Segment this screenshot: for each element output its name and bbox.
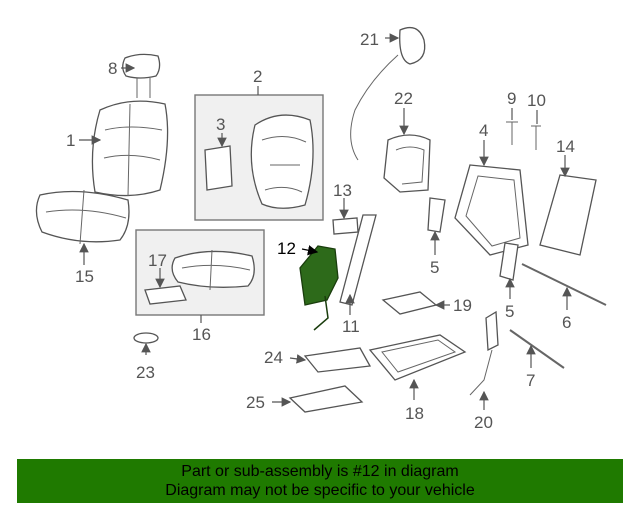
callout-label: 11: [342, 317, 360, 336]
seat-back-frame-part: [454, 164, 529, 256]
parts-diagram: 1 2 3 4 5 5 6 7 8 9 10 11 12 13 14 15 16…: [35, 26, 607, 432]
bolt-part: [506, 121, 541, 150]
callout-label: 13: [333, 181, 352, 200]
seat-back-cushion-part: [91, 100, 169, 197]
headrest-part: [122, 53, 161, 98]
seat-pan-part: [368, 334, 467, 381]
side-trim-part: [427, 197, 519, 281]
cable-part: [350, 26, 426, 161]
callout-label: 7: [526, 371, 535, 390]
leader-lines: [79, 33, 572, 410]
callout-label: 6: [562, 313, 571, 332]
seat-cushion-part: [35, 189, 130, 245]
callout-label: 15: [75, 267, 94, 286]
sensor-part: [469, 310, 499, 396]
callout-label: 21: [360, 30, 379, 49]
callout-label: 22: [394, 89, 413, 108]
callout-label: 2: [253, 67, 262, 86]
callout-label: 1: [66, 131, 75, 150]
trim-bar-part: [339, 214, 377, 306]
back-panel-part: [539, 174, 597, 256]
shield-part: [288, 347, 372, 413]
callout-label: 9: [507, 89, 516, 108]
callout-label: 5: [430, 258, 439, 277]
seat-back-cover-group: [194, 94, 324, 221]
disclaimer-line-2: Diagram may not be specific to your vehi…: [165, 482, 475, 499]
rod-part: [509, 263, 607, 369]
callout-label: 20: [474, 413, 493, 432]
cap-part: [133, 332, 159, 344]
callout-label: 4: [479, 121, 488, 140]
callout-label: 5: [505, 302, 514, 321]
callout-label: 8: [108, 59, 117, 78]
highlighted-part-12: [299, 245, 339, 331]
callout-label: 10: [527, 91, 546, 110]
callout-label: 17: [148, 251, 167, 270]
module-part: [332, 217, 359, 235]
bracket-part: [383, 134, 431, 193]
disclaimer-line-1: Part or sub-assembly is #12 in diagram: [181, 463, 459, 480]
callout-label: 19: [453, 296, 472, 315]
callout-label: 24: [264, 348, 283, 367]
disclaimer-banner: Part or sub-assembly is #12 in diagram D…: [17, 459, 623, 503]
pad-part: [381, 291, 438, 315]
callout-label: 18: [405, 404, 424, 423]
seat-cushion-cover-group: [135, 229, 265, 316]
callout-label-highlighted: 12: [277, 239, 296, 258]
callout-label: 25: [246, 393, 265, 412]
callout-label: 3: [216, 115, 225, 134]
callout-label: 16: [192, 325, 211, 344]
callout-labels: 1 2 3 4 5 5 6 7 8 9 10 11 12 13 14 15 16…: [66, 30, 575, 432]
callout-label: 14: [556, 137, 575, 156]
callout-label: 23: [136, 363, 155, 382]
